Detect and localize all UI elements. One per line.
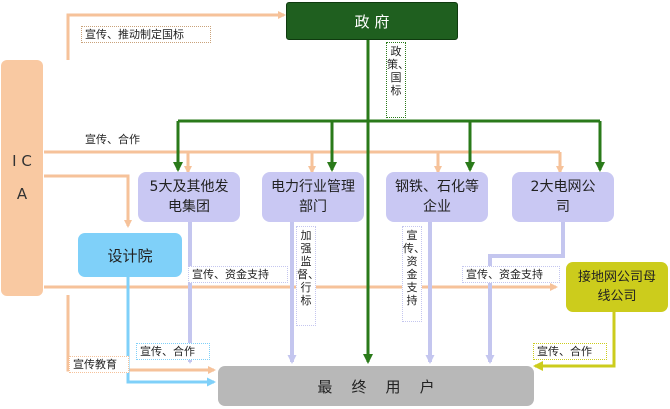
design-to-end-user-arrow [126, 276, 216, 387]
five-groups-label: 5大及其他发电集团 [149, 179, 229, 215]
grounding-label: 接地网公司母线公司 [577, 270, 656, 304]
power-mgmt-node: 电力行业管理部门 [262, 172, 364, 222]
ica-arrows [44, 11, 564, 374]
ica-node: I C A [1, 60, 43, 296]
grid-to-end-user-arrow [485, 222, 565, 364]
end-user-label: 最 终 用 户 [317, 377, 435, 396]
label-policy-standards: 政策、国标 [386, 42, 409, 118]
grounding-to-end-user-arrow [533, 312, 616, 371]
ica-to-end-user-arrow [66, 295, 216, 374]
end-user-node: 最 终 用 户 [218, 366, 534, 406]
label-promote-standards: 宣传、推动制定国标 [81, 26, 211, 43]
power-mgmt-label: 电力行业管理部门 [271, 179, 355, 215]
government-node: 政 府 [286, 2, 458, 40]
five-groups-node: 5大及其他发电集团 [138, 172, 240, 222]
label-promote-coop-right: 宣传、合作 [533, 343, 607, 360]
design-node: 设计院 [78, 233, 182, 277]
steel-label: 钢铁、石化等企业 [395, 179, 479, 215]
steel-node: 钢铁、石化等企业 [386, 172, 488, 222]
label-promote-funding-left: 宣传、资金支持 [188, 266, 288, 283]
ica-to-design-arrow [44, 174, 132, 228]
grounding-node: 接地网公司母线公司 [566, 262, 668, 312]
label-promote-funding-right: 宣传、资金支持 [462, 266, 560, 283]
government-arrows [173, 40, 605, 364]
group-arrows [185, 222, 565, 364]
ica-label: I C A [12, 152, 32, 203]
label-strengthen-supervision: 加强监督、行标 [296, 226, 319, 326]
ica-to-government-arrow [66, 11, 286, 60]
government-label: 政 府 [354, 12, 390, 31]
grid-node: 2大电网公司 [512, 172, 614, 222]
grid-label: 2大电网公司 [530, 179, 596, 215]
label-promote-coop-bottom: 宣传、合作 [136, 343, 210, 360]
label-promote-capital-support: 宣传、资金支持 [402, 226, 425, 322]
design-label: 设计院 [107, 246, 153, 265]
label-promote-education: 宣传教育 [69, 356, 129, 373]
label-promote-coop-top: 宣传、合作 [81, 131, 159, 148]
